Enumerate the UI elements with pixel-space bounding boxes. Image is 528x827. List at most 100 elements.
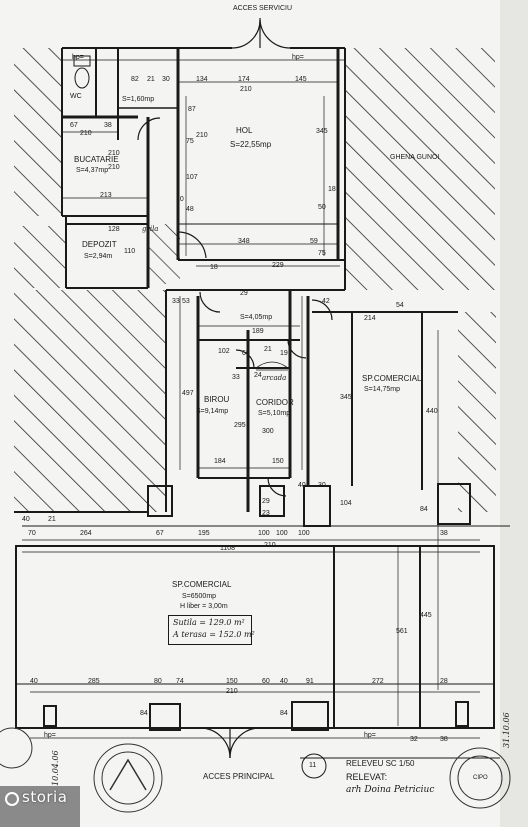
dim-bottom: 84 (280, 710, 288, 717)
storage-area: S=2,94m (84, 253, 113, 260)
dim-left: 210 (108, 164, 120, 171)
kitchen-name: BUCATARIE (74, 155, 119, 164)
small2-area: S=4,05mp (240, 314, 273, 321)
shop1-area: S=14,75mp (364, 386, 400, 393)
dim-mid: 345 (340, 394, 352, 401)
corridor-name: CORIDOR (256, 398, 294, 407)
dim-mid: 150 (272, 458, 284, 465)
storage-name: DEPOZIT (82, 240, 117, 249)
dim-bottom: 285 (88, 678, 100, 685)
margin-date: 31.10.06 (502, 712, 511, 748)
usable-surface: Sutila = 129.0 m² (173, 618, 245, 627)
garbage-room-label: GHENA GUNOI (390, 154, 440, 161)
dim-top: 21 (147, 76, 155, 83)
dim-top: 174 (238, 76, 250, 83)
dim-bottom-hp: hp= (44, 732, 56, 739)
grille-label: grila (142, 225, 159, 233)
survey-scale: RELEVEU SC 1/50 (346, 759, 415, 768)
dim-mid: 189 (252, 328, 264, 335)
dim-mid: 497 (182, 390, 194, 397)
hatched-zone-center (148, 224, 180, 284)
dim-mid: 40 (298, 482, 306, 489)
dim-kitchen: 213 (100, 192, 112, 199)
dim-kitchen: 210 (80, 130, 92, 137)
dim-top: 210 (240, 86, 252, 93)
architect-name: arh Doina Petriciuc (346, 785, 435, 795)
dim-hall: 18 (210, 264, 218, 271)
office-name: BIROU (204, 395, 230, 404)
dim-hall: 229 (272, 262, 284, 269)
dim-row: 104 (340, 500, 352, 507)
dim-row: 100 (298, 530, 310, 537)
kitchen-area: S=4,37mp (76, 167, 109, 174)
dim-row: 210 (264, 542, 276, 549)
main-access-label: ACCES PRINCIPAL (203, 772, 275, 781)
dim-mid: 21 (264, 346, 272, 353)
dim-kitchen: 210 (108, 150, 120, 157)
dim-hall: 48 (186, 206, 194, 213)
dim-hall: 345 (316, 128, 328, 135)
hall-name: HOL (236, 126, 253, 135)
dim-row: 84 (420, 506, 428, 513)
dim-hall: 75 (318, 250, 326, 257)
dim-row: 67 (156, 530, 164, 537)
dim-row: 264 (80, 530, 92, 537)
watermark-logo-text: storia (22, 788, 68, 806)
toilet-fixture (73, 55, 91, 89)
dim-top-hp: hp= (292, 54, 304, 61)
dim-row: 23 (262, 510, 270, 517)
dim-mid: 300 (262, 428, 274, 435)
dim-bottom: 150 (226, 678, 238, 685)
shop1-name: SP.COMERCIAL (362, 374, 422, 383)
hatched-zone-right (345, 48, 496, 512)
dim-row: 100 (258, 530, 270, 537)
dim-bottom: 38 (440, 736, 448, 743)
dim-bottom: 74 (176, 678, 184, 685)
shop2-area: S=6500mp (182, 593, 217, 600)
dim-row: 40 (22, 516, 30, 523)
right-seal (449, 747, 511, 809)
handwritten-date: 10.04.06 (51, 750, 60, 786)
office-area: S=9,14mp (196, 408, 229, 415)
hatched-zone-left (14, 48, 166, 512)
dim-mid: 295 (234, 422, 246, 429)
dim-bottom: 91 (306, 678, 314, 685)
corridor-area: S=5,10mp (258, 410, 291, 417)
dim-bottom: 32 (410, 736, 418, 743)
dim-bottom: 60 (262, 678, 270, 685)
dim-mid: 42 (322, 298, 330, 305)
dim-mid: 24 (254, 372, 262, 379)
shop2-height: H liber = 3,00m (180, 603, 228, 610)
dim-bottom: 272 (372, 678, 384, 685)
dim-row: 195 (198, 530, 210, 537)
dim-top-hp: hp= (72, 54, 84, 61)
dim-kitchen: 110 (124, 248, 136, 255)
storia-logo-icon (5, 792, 19, 806)
dim-mid: 29 (240, 290, 248, 297)
dim-row-total: 1108 (220, 545, 236, 552)
dim-top: 82 (131, 76, 139, 83)
surface-box: Sutila = 129.0 m² A terasa = 152.0 m² (168, 615, 255, 645)
title-block (300, 753, 500, 779)
dim-kitchen: 67 (70, 122, 78, 129)
dim-mid: 54 (396, 302, 404, 309)
dim-hall: 210 (196, 132, 208, 139)
dim-mid: 184 (214, 458, 226, 465)
arcade-label: arcada (262, 374, 287, 382)
seal-text: CIPO (473, 775, 488, 781)
dim-hall: 75 (186, 138, 194, 145)
dim-row: 100 (276, 530, 288, 537)
dim-row: 21 (48, 516, 56, 523)
hall-area: S=22,55mp (230, 140, 272, 149)
dim-hall: 59 (310, 238, 318, 245)
dim-bottom: 80 (154, 678, 162, 685)
dim-left: 128 (108, 226, 120, 233)
arcade-detail (255, 361, 289, 371)
dim-hall: 50 (318, 204, 326, 211)
dim-hall: 107 (186, 174, 198, 181)
dim-mid: 440 (426, 408, 438, 415)
dim-top: 145 (295, 76, 307, 83)
dim-hall: 10 (176, 196, 184, 203)
dim-mid: 33 (232, 374, 240, 381)
